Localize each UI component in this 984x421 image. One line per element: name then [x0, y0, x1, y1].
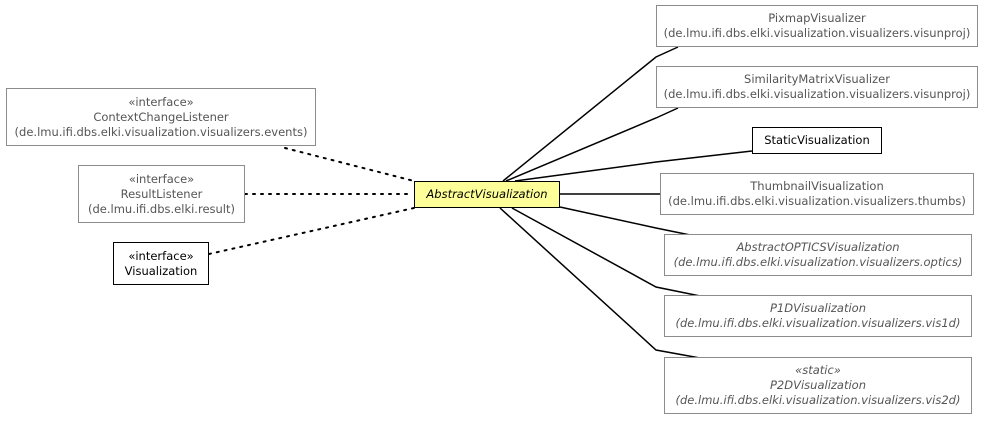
node-context-change-listener[interactable]: «interface» ContextChangeListener (de.lm…	[6, 88, 316, 146]
edge-p2d	[499, 207, 701, 359]
package-name: (de.lmu.ifi.dbs.elki.result)	[87, 201, 235, 216]
node-thumbnail-visualization[interactable]: ThumbnailVisualization (de.lmu.ifi.dbs.e…	[660, 173, 974, 215]
package-name: (de.lmu.ifi.dbs.elki.visualization.visua…	[663, 87, 971, 101]
stereotype: «static»	[795, 363, 841, 377]
package-name: (de.lmu.ifi.dbs.elki.visualization.visua…	[14, 124, 308, 139]
edge-pixmap	[502, 46, 679, 182]
node-p2d-visualization[interactable]: «static» P2DVisualization (de.lmu.ifi.db…	[664, 357, 972, 414]
stereotype: «interface»	[128, 94, 194, 109]
node-abstract-visualization[interactable]: AbstractVisualization	[414, 181, 560, 208]
class-name: Visualization	[124, 263, 198, 278]
stereotype: «interface»	[128, 248, 194, 263]
node-static-visualization[interactable]: StaticVisualization	[752, 127, 882, 154]
package-name: (de.lmu.ifi.dbs.elki.visualization.visua…	[675, 316, 961, 330]
class-name: PixmapVisualizer	[768, 11, 866, 25]
class-name: StaticVisualization	[764, 133, 870, 147]
class-name: P1DVisualization	[770, 301, 866, 315]
package-name: (de.lmu.ifi.dbs.elki.visualization.visua…	[663, 26, 971, 40]
node-result-listener[interactable]: «interface» ResultListener (de.lmu.ifi.d…	[78, 165, 245, 223]
node-pixmap-visualizer[interactable]: PixmapVisualizer (de.lmu.ifi.dbs.elki.vi…	[656, 5, 978, 47]
node-p1d-visualization[interactable]: P1DVisualization (de.lmu.ifi.dbs.elki.vi…	[664, 295, 972, 337]
class-name: SimilarityMatrixVisualizer	[744, 72, 890, 86]
class-name: AbstractVisualization	[426, 187, 548, 201]
edge-similarity	[505, 107, 679, 182]
package-name: (de.lmu.ifi.dbs.elki.visualization.visua…	[668, 194, 966, 208]
class-name: ContextChangeListener	[93, 109, 229, 124]
stereotype: «interface»	[128, 171, 195, 186]
node-similarity-matrix-visualizer[interactable]: SimilarityMatrixVisualizer (de.lmu.ifi.d…	[656, 66, 978, 108]
class-name: AbstractOPTICSVisualization	[736, 240, 900, 254]
node-visualization-interface[interactable]: «interface» Visualization	[113, 242, 209, 285]
class-name: ResultListener	[120, 186, 203, 201]
node-abstract-optics-visualization[interactable]: AbstractOPTICSVisualization (de.lmu.ifi.…	[664, 234, 972, 276]
edge-context-change-listener	[284, 147, 415, 182]
edge-visualization-interface	[208, 207, 415, 255]
class-name: ThumbnailVisualization	[750, 179, 884, 193]
package-name: (de.lmu.ifi.dbs.elki.visualization.visua…	[673, 255, 963, 269]
class-name: P2DVisualization	[770, 378, 866, 392]
edge-p1d	[511, 207, 706, 298]
edge-static-visualization	[514, 150, 753, 182]
package-name: (de.lmu.ifi.dbs.elki.visualization.visua…	[675, 393, 961, 407]
